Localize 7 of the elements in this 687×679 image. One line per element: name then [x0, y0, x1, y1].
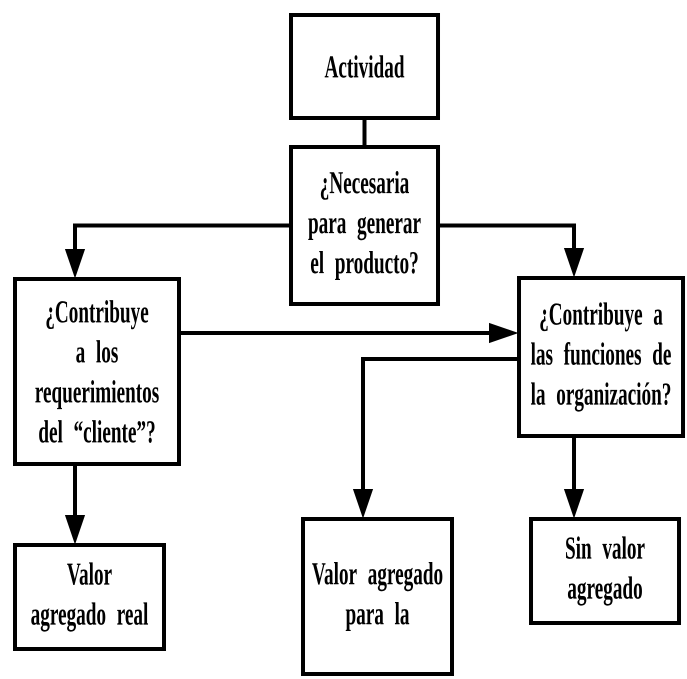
process-box: ¿Contribuye a las funciones de la organización?: [517, 276, 685, 438]
process-box: ¿Necesaria para generar el producto?: [289, 145, 440, 306]
process-box: ¿Contribuye a los requerimientos del “cliente”?: [13, 277, 181, 466]
process-box: Sin valor agregado: [529, 517, 682, 625]
process-box: Actividad: [289, 13, 440, 120]
process-box: Valor agregado real: [13, 543, 166, 651]
process-box: Valor agregado para la: [301, 517, 454, 676]
